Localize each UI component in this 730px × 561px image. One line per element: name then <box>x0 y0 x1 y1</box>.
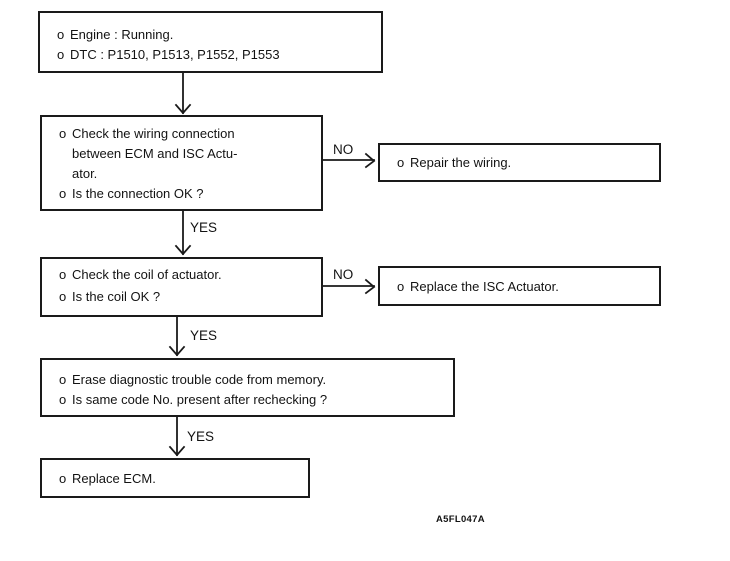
check-coil-box: o Check the coil of actuator. o Is the c… <box>40 257 323 317</box>
no-label: NO <box>333 267 354 282</box>
condition-text: Engine : Running. <box>70 27 174 42</box>
step-text: Is same code No. present after recheckin… <box>72 392 328 407</box>
action-text: Replace the ISC Actuator. <box>410 278 559 294</box>
bullet-marker: o <box>59 372 67 387</box>
arrow-yes-erase-to-ecm <box>168 416 186 457</box>
arrow-yes-wiring-to-coil <box>174 210 192 256</box>
step-row: o Is same code No. present after recheck… <box>42 390 453 410</box>
condition-row: o DTC : P1510, P1513, P1552, P1553 <box>40 45 381 65</box>
check-wiring-box: o Check the wiring connection between EC… <box>40 115 323 211</box>
bullet-marker: o <box>59 126 67 141</box>
step-text: Is the connection OK ? <box>72 186 204 201</box>
bullet-marker: o <box>59 186 67 201</box>
step-row: o Is the coil OK ? <box>42 286 321 308</box>
arrow-start-to-wiring <box>174 72 192 115</box>
yes-label: YES <box>187 429 215 444</box>
bullet-marker: o <box>59 470 67 486</box>
step-row: o Erase diagnostic trouble code from mem… <box>42 370 453 390</box>
bullet-marker: o <box>59 267 67 282</box>
no-label: NO <box>333 142 354 157</box>
arrow-no-to-repair <box>322 152 376 169</box>
figure-code: A5FL047A <box>436 514 485 525</box>
repair-wiring-box: o Repair the wiring. <box>378 143 661 182</box>
action-row: o Replace the ISC Actuator. <box>380 279 659 294</box>
erase-dtc-box: o Erase diagnostic trouble code from mem… <box>40 358 455 417</box>
action-row: o Replace ECM. <box>42 471 308 486</box>
bullet-marker: o <box>397 155 405 170</box>
action-text: Replace ECM. <box>72 470 156 486</box>
step-text: Check the wiring connection between ECM … <box>72 126 238 181</box>
start-conditions-box: o Engine : Running. o DTC : P1510, P1513… <box>38 11 383 73</box>
step-text: Erase diagnostic trouble code from memor… <box>72 372 327 387</box>
action-row: o Repair the wiring. <box>380 155 659 170</box>
yes-label: YES <box>190 328 218 343</box>
replace-isc-actuator-box: o Replace the ISC Actuator. <box>378 266 661 306</box>
bullet-marker: o <box>57 27 65 42</box>
bullet-marker: o <box>59 289 67 304</box>
arrow-no-to-replace-isc <box>322 278 376 295</box>
replace-ecm-box: o Replace ECM. <box>40 458 310 498</box>
step-row: o Is the connection OK ? <box>42 184 321 204</box>
arrow-yes-coil-to-erase <box>168 316 186 357</box>
step-row: o Check the wiring connection between EC… <box>42 124 321 184</box>
bullet-marker: o <box>397 278 405 294</box>
step-text: Is the coil OK ? <box>72 289 161 304</box>
condition-row: o Engine : Running. <box>40 25 381 45</box>
step-text: Check the coil of actuator. <box>72 267 222 282</box>
condition-text: DTC : P1510, P1513, P1552, P1553 <box>70 47 280 62</box>
yes-label: YES <box>190 220 218 235</box>
action-text: Repair the wiring. <box>410 155 512 170</box>
step-row: o Check the coil of actuator. <box>42 264 321 286</box>
bullet-marker: o <box>57 47 65 62</box>
bullet-marker: o <box>59 392 67 407</box>
